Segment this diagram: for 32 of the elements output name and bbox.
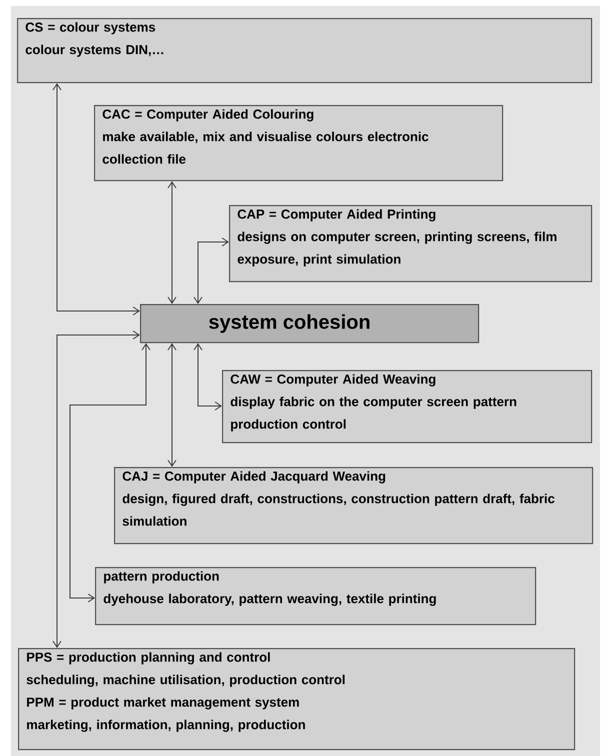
process-box <box>94 105 504 182</box>
box-text: design, figured draft, constructions, construction pattern draft, fabric simulation <box>122 494 554 526</box>
arrow <box>70 343 150 602</box>
process-box <box>18 648 576 750</box>
process-box <box>114 467 594 544</box>
arrow <box>52 83 140 316</box>
arrow <box>168 343 176 467</box>
box-heading: CS = colour systems <box>26 22 156 34</box>
box-heading: CAP = Computer Aided Printing <box>238 209 436 222</box>
process-box <box>95 567 536 626</box>
box-text: marketing, information, planning, production <box>27 720 305 732</box>
box-text: colour systems DIN,… <box>26 44 164 57</box>
process-box <box>17 18 592 84</box>
box-heading: pattern production <box>104 571 219 584</box>
arrow <box>194 343 222 410</box>
box-text: designs on computer screen, printing screens, film exposure, print simulation <box>238 232 556 266</box>
box-heading: PPM = product market management system <box>27 697 299 710</box>
box-title: system cohesion <box>209 314 370 333</box>
box-heading: CAC = Computer Aided Colouring <box>102 109 314 122</box>
arrow <box>168 181 176 304</box>
box-text: display fabric on the computer screen pattern production control <box>230 396 516 432</box>
box-heading: CAW = Computer Aided Weaving <box>230 374 436 386</box>
arrow <box>52 330 140 648</box>
arrow <box>194 238 229 304</box>
box-text: dyehouse laboratory, pattern weaving, textile printing <box>104 594 436 606</box>
process-box <box>229 205 592 282</box>
process-box <box>222 370 592 444</box>
box-heading: CAJ = Computer Aided Jacquard Weaving <box>122 471 386 484</box>
box-heading: PPS = production planning and control <box>27 652 270 664</box>
process-box <box>140 304 480 344</box>
box-text: scheduling, machine utilisation, production control <box>26 674 345 687</box>
box-text: make available, mix and visualise colours electronic collection file <box>102 132 428 164</box>
